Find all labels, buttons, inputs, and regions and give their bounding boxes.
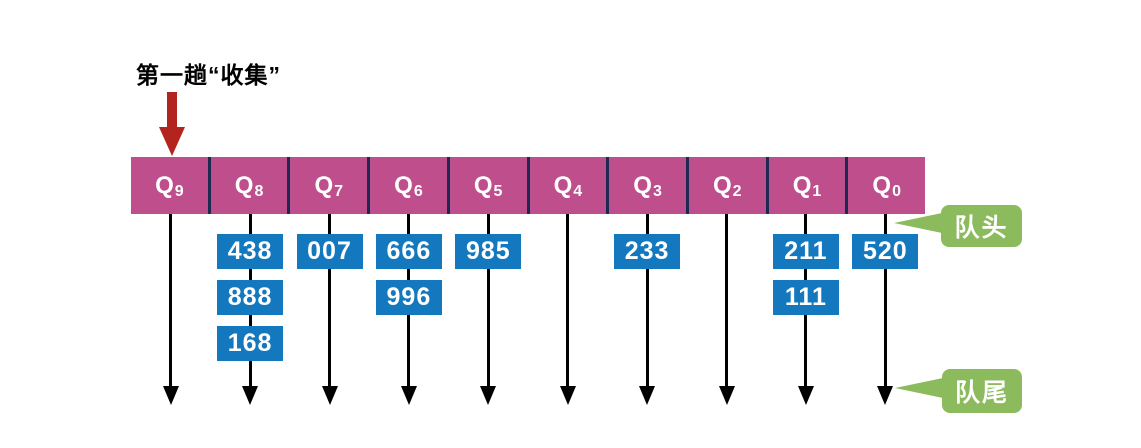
queue-label: Q <box>155 171 174 199</box>
queue-label: Q <box>872 171 892 199</box>
collect-pass-label: 第一趟“收集” <box>136 62 281 88</box>
queue-item: 666 <box>375 234 442 269</box>
queue-line-q4 <box>566 214 570 387</box>
queue-item: 996 <box>375 280 442 315</box>
queue-label: Q <box>234 171 254 199</box>
queue-item: 007 <box>296 234 363 269</box>
down-arrow-icon-q5 <box>480 386 497 405</box>
queue-label-subscript: 6 <box>413 182 423 200</box>
queue-tail-callout: 队尾 <box>942 369 1022 413</box>
queue-label-subscript: 7 <box>334 182 344 200</box>
queue-label: Q <box>314 171 334 199</box>
queue-line-q2 <box>725 214 728 387</box>
queue-label-subscript: 4 <box>573 182 583 200</box>
down-arrow-icon-q1 <box>797 386 814 405</box>
queue-label-subscript: 1 <box>812 182 822 200</box>
queue-label: Q <box>633 171 652 199</box>
queue-label-subscript: 0 <box>892 182 901 200</box>
down-arrow-icon-q0 <box>877 386 894 405</box>
queue-line-q0 <box>883 214 887 387</box>
queue-label-subscript: 9 <box>174 182 184 200</box>
queue-label: Q <box>712 171 732 199</box>
queue-label: Q <box>792 171 812 199</box>
queue-label: Q <box>473 171 493 199</box>
queue-line-q5 <box>486 214 490 387</box>
queue-label: Q <box>553 171 573 199</box>
queue-line-q7 <box>328 214 331 387</box>
collect-pass-arrow-icon <box>167 92 177 127</box>
queue-item: 211 <box>772 234 839 269</box>
down-arrow-icon-q8 <box>242 386 259 405</box>
queue-label-subscript: 5 <box>493 182 503 200</box>
down-arrow-icon-q9 <box>162 386 179 405</box>
queue-item: 520 <box>852 234 919 269</box>
queue-item: 233 <box>614 234 681 269</box>
queue-label: Q <box>394 171 413 199</box>
queue-label-subscript: 3 <box>652 182 662 200</box>
queue-head-pointer-icon <box>894 213 942 233</box>
queue-item: 168 <box>217 326 284 361</box>
down-arrow-icon-q2 <box>718 386 735 405</box>
queue-line-q3 <box>645 214 649 387</box>
down-arrow-icon-q7 <box>321 386 338 405</box>
queue-line-q9 <box>169 214 173 387</box>
queue-item: 888 <box>217 280 284 315</box>
queue-item: 985 <box>455 234 522 269</box>
queue-head-callout: 队头 <box>941 205 1022 247</box>
queue-item: 111 <box>772 280 839 315</box>
queue-label-subscript: 2 <box>732 182 742 200</box>
queue-item: 438 <box>217 234 284 269</box>
down-arrow-icon-q6 <box>400 386 417 405</box>
queue-label-subscript: 8 <box>254 182 264 200</box>
down-arrow-icon-q4 <box>559 386 576 405</box>
collect-pass-arrowhead-icon <box>159 127 185 156</box>
down-arrow-icon-q3 <box>639 386 656 405</box>
queue-tail-pointer-icon <box>895 378 943 398</box>
